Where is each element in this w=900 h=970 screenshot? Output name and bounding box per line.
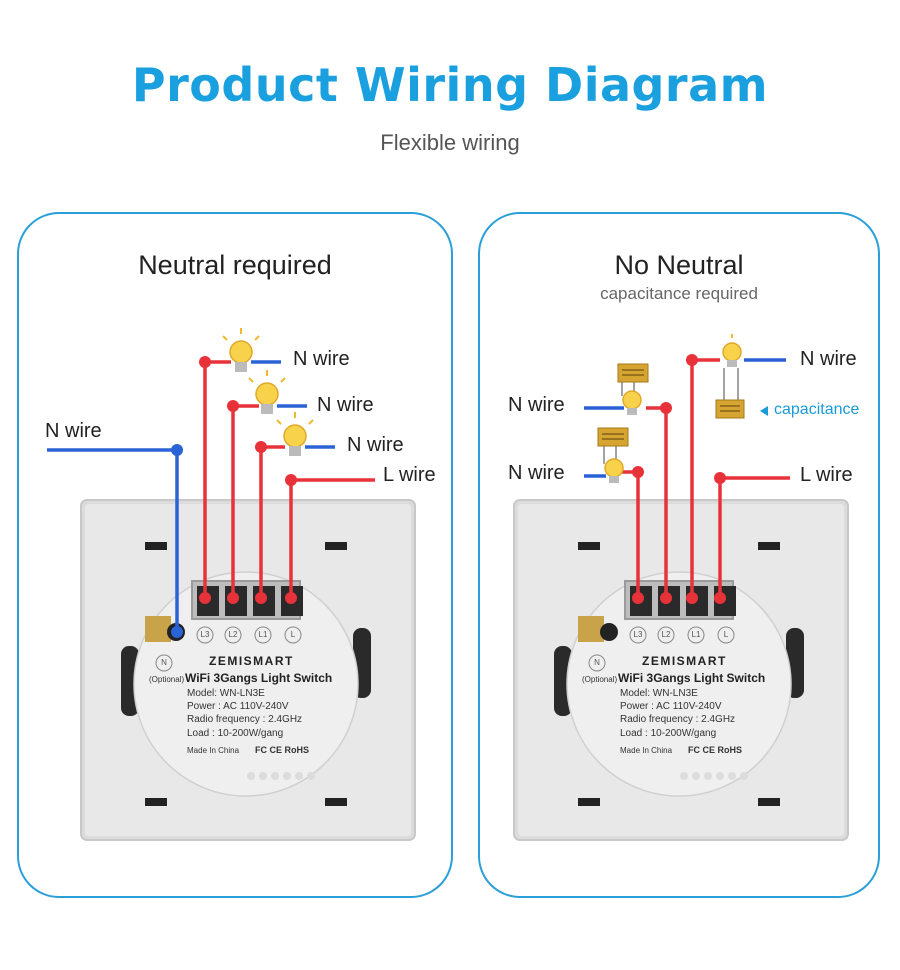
light-bulb-icon <box>222 328 260 372</box>
radio-spec: Radio frequency : 2.4GHz <box>620 714 736 725</box>
terminal-label: L3 <box>633 630 643 639</box>
model-spec: Model: WN-LN3E <box>187 688 265 699</box>
certification-marks: FC CE RoHS <box>688 745 742 755</box>
neutral-terminal-label: N <box>594 658 600 667</box>
panel-title: Neutral required <box>138 250 332 280</box>
neutral-required-panel: Neutral required <box>17 212 453 898</box>
terminal-label: L1 <box>691 630 701 639</box>
terminal-label: L2 <box>228 630 238 639</box>
terminal-label: L1 <box>258 630 268 639</box>
radio-spec: Radio frequency : 2.4GHz <box>187 714 303 725</box>
n-wire-label: N wire <box>800 348 857 370</box>
light-bulb-icon <box>722 334 742 367</box>
made-in-label: Made In China <box>187 746 240 755</box>
panel-subtitle: capacitance required <box>600 284 758 303</box>
arrow-left-icon <box>760 406 768 416</box>
n-wire-label: N wire <box>347 434 404 456</box>
capacitance-label: capacitance <box>774 401 860 418</box>
brand-logo: ZEMISMART <box>209 654 294 668</box>
neutral-wiring-diagram <box>47 328 416 841</box>
optional-label: (Optional) <box>149 675 185 684</box>
capacitor-icon <box>715 399 745 419</box>
n-wire-label: N wire <box>508 394 565 416</box>
made-in-label: Made In China <box>620 746 673 755</box>
n-wire-label: N wire <box>293 348 350 370</box>
brand-logo: ZEMISMART <box>642 654 727 668</box>
n-wire-input-label: N wire <box>45 420 102 442</box>
light-bulb-icon <box>276 412 314 456</box>
no-neutral-panel: No Neutral capacitance required <box>478 212 880 898</box>
light-bulb-icon <box>622 390 642 415</box>
load-spec: Load : 10-200W/gang <box>187 728 284 739</box>
certification-marks: FC CE RoHS <box>255 745 309 755</box>
terminal-label: L3 <box>200 630 210 639</box>
neutral-wires <box>584 358 786 478</box>
product-name: WiFi 3Gangs Light Switch <box>185 671 333 685</box>
terminal-label: L <box>723 630 729 639</box>
l-wire-label: L wire <box>800 464 853 486</box>
model-spec: Model: WN-LN3E <box>620 688 698 699</box>
n-wire-label: N wire <box>317 394 374 416</box>
live-wires <box>620 358 790 598</box>
neutral-terminal-label: N <box>161 658 167 667</box>
n-wire-label: N wire <box>508 462 565 484</box>
light-bulb-icon <box>248 370 286 414</box>
product-name: WiFi 3Gangs Light Switch <box>618 671 766 685</box>
optional-label: (Optional) <box>582 675 618 684</box>
capacitor-icon <box>597 427 629 447</box>
panel-title: No Neutral <box>614 250 744 280</box>
page-subtitle: Flexible wiring <box>380 130 520 155</box>
live-wires <box>203 360 375 598</box>
no-neutral-wiring-diagram <box>513 334 849 841</box>
power-spec: Power : AC 110V-240V <box>187 701 289 712</box>
light-bulb-icon <box>604 458 624 483</box>
load-spec: Load : 10-200W/gang <box>620 728 717 739</box>
l-wire-label: L wire <box>383 464 436 486</box>
terminal-label: L <box>290 630 296 639</box>
page-title: Product Wiring Diagram <box>131 58 769 112</box>
capacitor-icon <box>617 363 649 383</box>
power-spec: Power : AC 110V-240V <box>620 701 722 712</box>
terminal-label: L2 <box>661 630 671 639</box>
